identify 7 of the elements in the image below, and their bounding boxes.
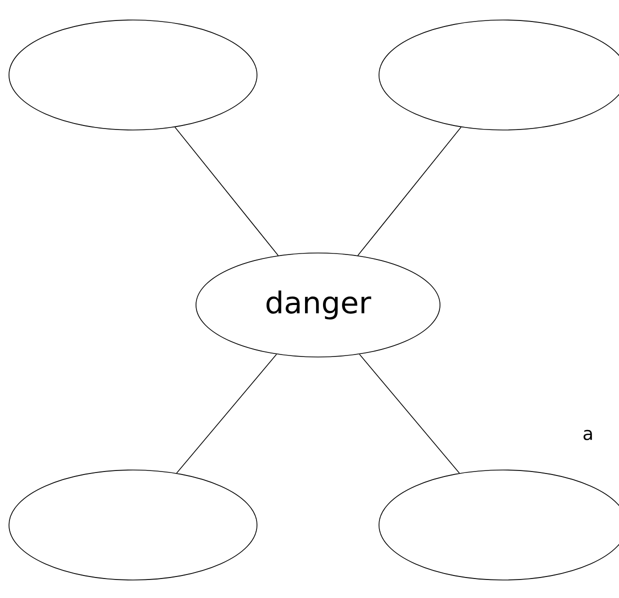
connector-line <box>176 354 277 474</box>
empty-ellipse <box>8 470 258 580</box>
empty-ellipse <box>8 20 258 130</box>
connector-line <box>357 126 462 256</box>
connector-line <box>359 354 460 474</box>
connector-line <box>174 126 279 256</box>
label-text: a <box>584 430 592 440</box>
